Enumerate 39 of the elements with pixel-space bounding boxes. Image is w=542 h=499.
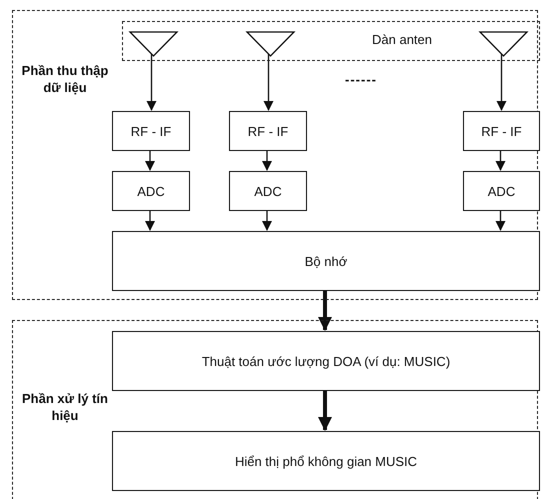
thick-arrow <box>318 290 332 331</box>
thick-arrow <box>318 390 332 431</box>
antenna-symbol <box>247 32 294 56</box>
box-label: Bộ nhớ <box>304 254 348 268</box>
box-label: Thuật toán ước lượng DOA (ví dụ: MUSIC) <box>202 354 450 368</box>
process-box <box>112 231 540 291</box>
arrow <box>146 54 156 111</box>
dashed-group-frame <box>122 21 540 61</box>
box-label: ADC <box>254 184 282 198</box>
process-box <box>112 171 190 211</box>
arrow <box>262 210 272 231</box>
process-box <box>463 111 540 151</box>
box-label: ADC <box>137 184 165 198</box>
group-heading: Phần xử lý tín hiệu <box>21 391 109 425</box>
process-box <box>229 111 307 151</box>
arrow <box>145 210 155 231</box>
continuation-mark: ------ <box>345 72 377 87</box>
arrow <box>496 54 506 111</box>
box-label: RF - IF <box>481 124 522 138</box>
box-label: RF - IF <box>130 124 172 138</box>
process-box <box>112 111 190 151</box>
arrow <box>496 210 506 231</box>
arrow <box>145 150 155 171</box>
arrow <box>264 54 274 111</box>
group-label: Dàn anten <box>371 32 433 47</box>
antenna-symbol <box>130 32 177 56</box>
process-box <box>463 171 540 211</box>
process-box <box>112 431 540 491</box>
process-box <box>229 171 307 211</box>
box-label: ADC <box>488 184 516 198</box>
group-heading: Phần thu thập dữ liệu <box>20 63 110 97</box>
arrow <box>262 150 272 171</box>
box-label: RF - IF <box>248 124 288 138</box>
process-box <box>112 331 540 391</box>
arrow <box>496 150 506 171</box>
dashed-group-frame <box>12 10 538 300</box>
antenna-symbol <box>480 32 527 56</box>
dashed-group-frame <box>12 320 538 499</box>
box-label: Hiển thị phổ không gian MUSIC <box>234 454 418 468</box>
